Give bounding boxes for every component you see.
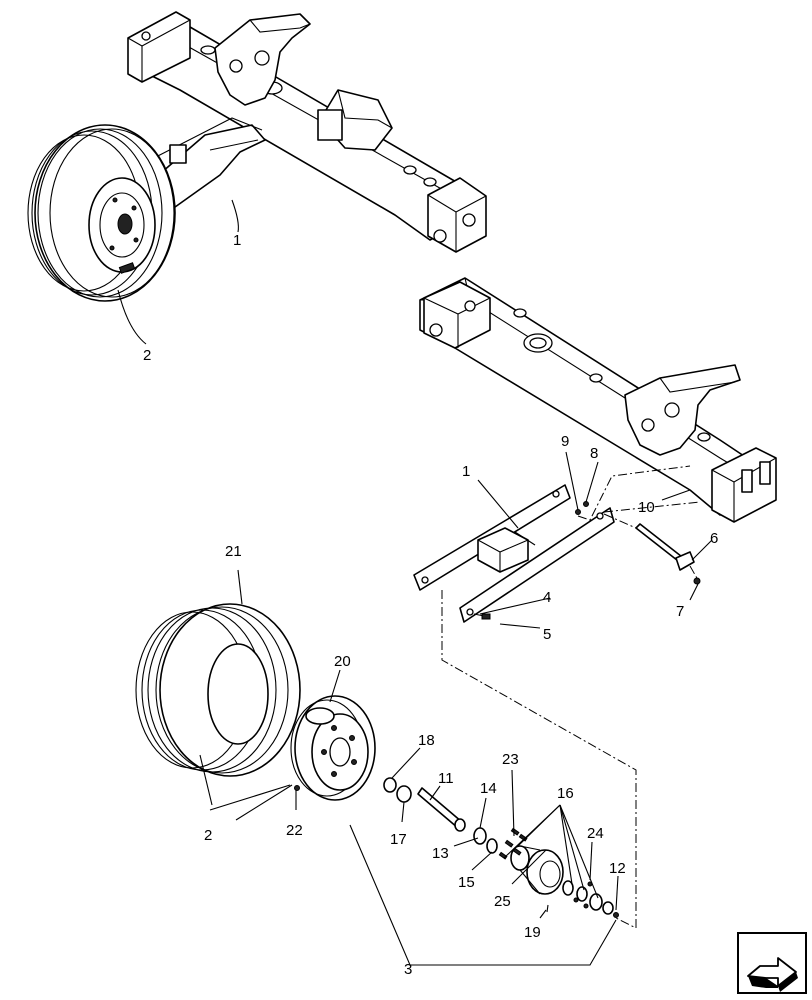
callout-numbers: 1 2 1 9 8 10 6 7 4 5 21 20 2 22 18 17 11…: [143, 232, 718, 978]
callout-12: 12: [609, 860, 626, 877]
callout-18: 18: [418, 732, 435, 749]
callout-17: 17: [390, 831, 407, 848]
callout-6: 6: [710, 530, 718, 547]
callout-10: 10: [638, 499, 655, 516]
callout-8: 8: [590, 445, 598, 462]
callout-1-middle: 1: [462, 463, 470, 480]
upper-wheel: [27, 124, 176, 302]
lower-wheel-group: [135, 603, 619, 918]
callout-11: 11: [438, 770, 454, 787]
callout-9: 9: [561, 433, 569, 450]
callout-25: 25: [494, 893, 511, 910]
tire: [135, 603, 301, 777]
callout-13: 13: [432, 845, 449, 862]
next-page-arrow-icon[interactable]: [737, 932, 807, 994]
rim: [290, 695, 376, 801]
callout-20: 20: [334, 653, 351, 670]
callout-24: 24: [587, 825, 604, 842]
callout-2-upper: 2: [143, 347, 151, 364]
callout-23: 23: [502, 751, 519, 768]
callout-4: 4: [543, 589, 551, 606]
callout-5: 5: [543, 626, 551, 643]
upper-axle-assembly: [27, 11, 487, 345]
leader-lines: [199, 451, 713, 966]
middle-axle-assembly: [419, 277, 777, 523]
assembly-dash-lines: [441, 465, 701, 929]
callout-2-lower: 2: [204, 827, 212, 844]
callout-21: 21: [225, 543, 242, 560]
spindle: [417, 787, 466, 832]
callout-15: 15: [458, 874, 475, 891]
callout-3: 3: [404, 961, 412, 978]
hinge-pin: [635, 523, 695, 571]
callout-19: 19: [524, 924, 541, 941]
callout-1-upper: 1: [233, 232, 241, 249]
callout-7: 7: [676, 603, 684, 620]
exploded-swing-arm: [413, 484, 701, 623]
callout-16: 16: [557, 785, 574, 802]
upper-main-beam: [127, 11, 487, 253]
callout-22: 22: [286, 822, 303, 839]
callout-14: 14: [480, 780, 497, 797]
